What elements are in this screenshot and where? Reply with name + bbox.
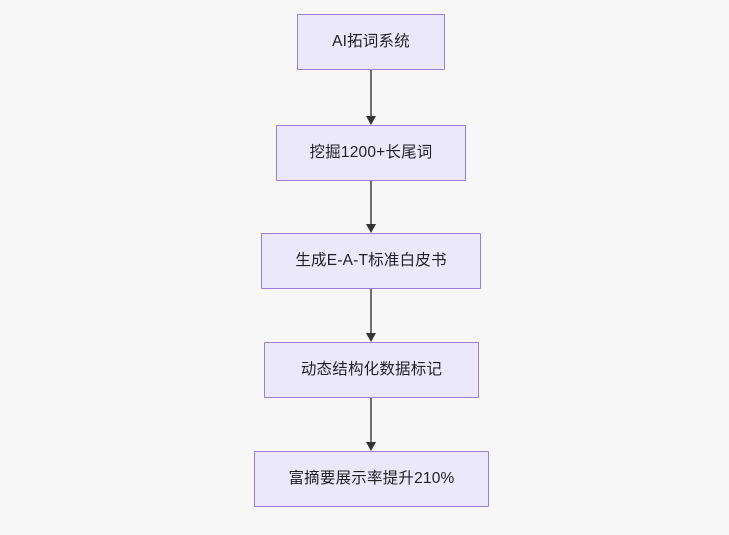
- edge-line: [370, 181, 372, 225]
- flow-node-label: 生成E-A-T标准白皮书: [295, 252, 447, 270]
- arrowhead-down-icon: [366, 442, 376, 451]
- arrowhead-down-icon: [366, 333, 376, 342]
- flow-node-label: 富摘要展示率提升210%: [288, 470, 455, 488]
- edge-line: [370, 289, 372, 334]
- flow-node-dynamic-structured-data-markup[interactable]: 动态结构化数据标记: [264, 342, 479, 398]
- arrowhead-down-icon: [366, 224, 376, 233]
- arrowhead-down-icon: [366, 116, 376, 125]
- flow-node-rich-snippet-impression-lift[interactable]: 富摘要展示率提升210%: [254, 451, 489, 507]
- flow-node-label: 动态结构化数据标记: [300, 361, 443, 379]
- flow-edge-3-to-4: [363, 289, 379, 342]
- edge-line: [370, 70, 372, 117]
- flow-node-generate-eat-whitepaper[interactable]: 生成E-A-T标准白皮书: [261, 233, 481, 289]
- flow-node-mine-longtail-keywords[interactable]: 挖掘1200+长尾词: [276, 125, 466, 181]
- flow-node-ai-keyword-system[interactable]: AI拓词系统: [297, 14, 445, 70]
- flow-edge-1-to-2: [363, 70, 379, 125]
- flow-node-label: AI拓词系统: [332, 33, 410, 51]
- flow-edge-2-to-3: [363, 181, 379, 233]
- flow-node-label: 挖掘1200+长尾词: [309, 144, 433, 162]
- flow-edge-4-to-5: [363, 397, 379, 451]
- edge-line: [370, 397, 372, 443]
